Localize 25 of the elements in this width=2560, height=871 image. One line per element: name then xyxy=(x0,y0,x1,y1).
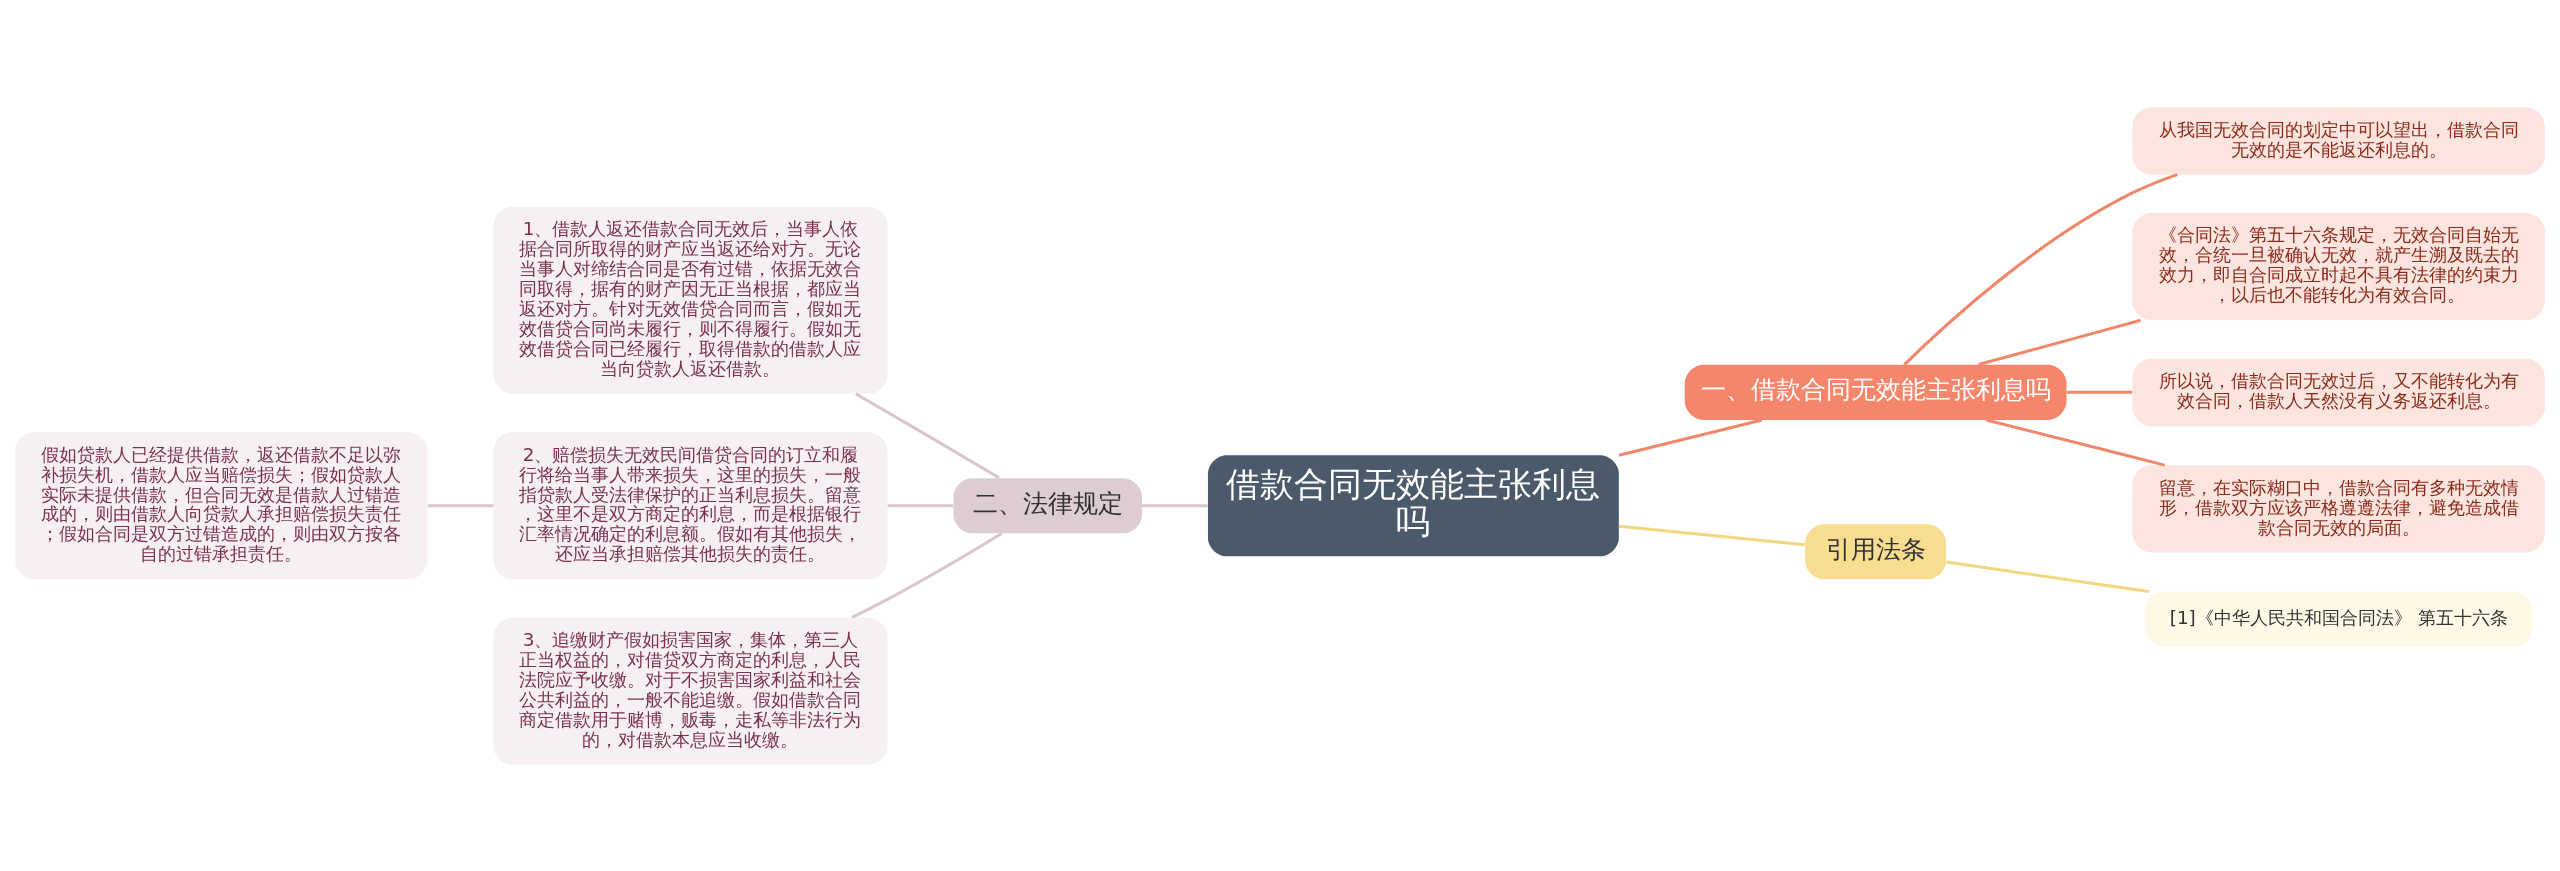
connector xyxy=(1903,172,2178,366)
connector xyxy=(851,531,1003,619)
connector xyxy=(1946,559,2149,593)
connector xyxy=(1618,524,1805,546)
connector xyxy=(1985,417,2165,467)
connector xyxy=(887,503,954,507)
node-box: 一、借款合同无效能主张利息吗 xyxy=(1684,364,2067,420)
node-box: 从我国无效合同的划定中可以望出，借款合同无效的是不能返还利息的。 xyxy=(2132,106,2545,175)
connector xyxy=(855,392,1000,479)
node-box: 所以说，借款合同无效过后，又不能转化为有效合同，借款人天然没有义务返还利息。 xyxy=(2132,358,2545,426)
node-box: 假如贷款人已经提供借款，返还借款不足以弥补损失机，借款人应当赔偿损失；假如贷款人实际未提供借款，但合同无效是借款人过错造成的，则由借款人向贷款人承担赔偿损失责任；假如合同是双方过错造成的，则由双方按各自的过错承担责任。 xyxy=(15,431,428,579)
connector xyxy=(1142,503,1208,507)
node-box: 留意，在实际糊口中，借款合同有多种无效情形，借款双方应该严格遵遵法律，避免造成借款合同无效的局面。 xyxy=(2132,464,2545,552)
node-box: 借款合同无效能主张利息吗 xyxy=(1207,454,1619,556)
node-box: 二、法律规定 xyxy=(953,477,1142,533)
node-box: 1、借款人返还借款合同无效后，当事人依据合同所取得的财产应当返还给对方。无论当事人对缔结合同是否有过错，依据无效合同取得，据有的财产因无正当根据，都应当返还对方。针对无效借贷合同而言，假如无效借贷合同尚未履行，则不得履行。假如无效借贷合同已经履行，取得借款的借款人应当向贷款人返还借款。 xyxy=(493,206,888,394)
connector xyxy=(428,503,494,507)
connector xyxy=(2066,390,2133,394)
node-box: 2、赔偿损失无效民间借贷合同的订立和履行将给当事人带来损失，这里的损失，一般指贷款人受法律保护的正当利息损失。留意，这里不是双方商定的利息，而是根据银行汇率情况确定的利息额。假如有其他损失，还应当承担赔偿其他损失的责任。 xyxy=(493,431,888,579)
node-box: 引用法条 xyxy=(1805,523,1947,579)
connector xyxy=(1978,318,2141,366)
connector xyxy=(1618,418,1763,457)
node-box: 3、追缴财产假如损害国家，集体，第三人正当权益的，对借贷双方商定的利息，人民法院应予收缴。对于不损害国家利益和社会公共利益的，一般不能追缴。假如借款合同商定借款用于赌博，贩毒，走私等非法行为的，对借款本息应当收缴。 xyxy=(493,617,888,765)
node-box: [1]《中华人民共和国合同法》 第五十六条 xyxy=(2144,591,2533,647)
node-box: 《合同法》第五十六条规定，无效合同自始无效，合统一旦被确认无效，就产生溯及既去的效力，即自合同成立时起不具有法律的约束力，以后也不能转化为有效合同。 xyxy=(2132,212,2545,320)
